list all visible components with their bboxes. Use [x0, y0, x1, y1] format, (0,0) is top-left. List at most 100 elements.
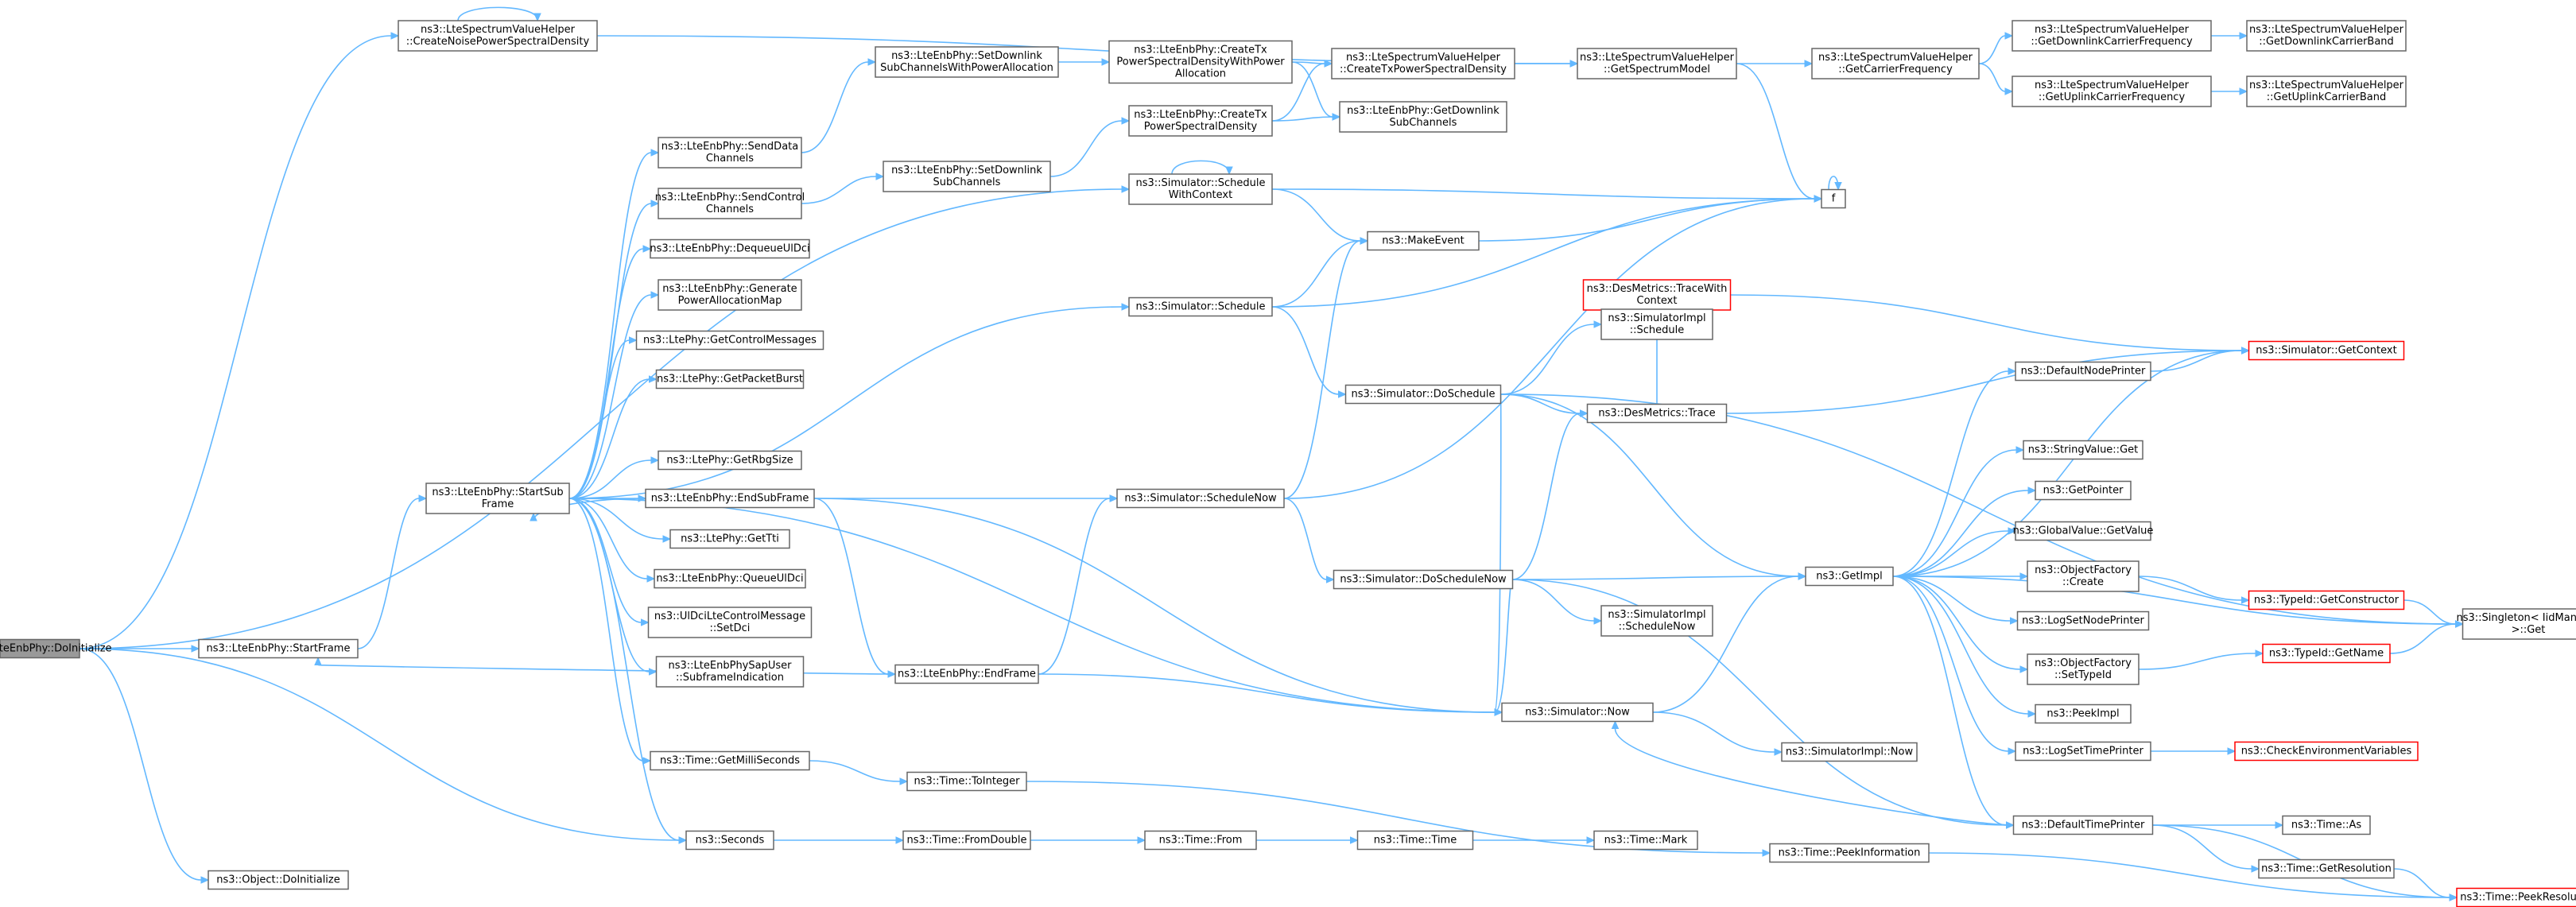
node-simimplnow[interactable]: ns3::SimulatorImpl::Now	[1781, 742, 1918, 762]
node-getctrl[interactable]: ns3::LtePhy::GetControlMessages	[635, 330, 824, 351]
node-endframe[interactable]: ns3::LteEnbPhy::EndFrame	[894, 664, 1039, 684]
node-getulfreq[interactable]: ns3::LteSpectrumValueHelper::GetUplinkCa…	[2012, 76, 2212, 107]
node-f[interactable]: f	[1821, 188, 1846, 209]
node-timetime[interactable]: ns3::Time::Time	[1356, 830, 1474, 851]
edge-line	[1730, 294, 2242, 351]
node-root[interactable]: ns3::LteEnbPhy::DoInitialize	[0, 638, 112, 659]
node-ofsettype[interactable]: ns3::ObjectFactory::SetTypeId	[2027, 653, 2140, 685]
node-objinit[interactable]: ns3::Object::DoInitialize	[208, 870, 349, 890]
node-subind[interactable]: ns3::LteEnbPhySapUser::SubframeIndicatio…	[655, 656, 805, 688]
node-sched[interactable]: ns3::Simulator::Schedule	[1128, 297, 1273, 317]
node-makeevent[interactable]: ns3::MakeEvent	[1367, 231, 1480, 251]
node-createtx[interactable]: ns3::LteEnbPhy::CreateTxPowerSpectralDen…	[1128, 105, 1273, 137]
edge-line	[1892, 490, 2029, 577]
node-svhcreatetx[interactable]: ns3::LteSpectrumValueHelper::CreateTxPow…	[1331, 48, 1515, 79]
edge-dosched-to-simimplsched	[1500, 320, 1603, 395]
edge-line	[1736, 63, 1815, 200]
node-getcarrier[interactable]: ns3::LteSpectrumValueHelper::GetCarrierF…	[1811, 48, 1980, 79]
arrowhead	[2239, 32, 2248, 40]
node-peekimpl[interactable]: ns3::PeekImpl	[2035, 704, 2132, 724]
node-label: ns3::LteSpectrumValueHelper	[421, 24, 576, 36]
node-fromdouble[interactable]: ns3::Time::FromDouble	[902, 830, 1031, 851]
node-getctor[interactable]: ns3::TypeId::GetConstructor	[2248, 590, 2405, 610]
node-simimplschednow[interactable]: ns3::SimulatorImpl::ScheduleNow	[1600, 605, 1713, 637]
node-getdlfreq[interactable]: ns3::LteSpectrumValueHelper::GetDownlink…	[2012, 20, 2212, 52]
node-logsettime[interactable]: ns3::LogSetTimePrinter	[2015, 741, 2151, 762]
node-startframe[interactable]: ns3::LteEnbPhy::StartFrame	[198, 638, 359, 659]
node-label: ns3::LteEnbPhy::StartSub	[432, 486, 563, 498]
node-genpower[interactable]: ns3::LteEnbPhy::GeneratePowerAllocationM…	[658, 279, 802, 311]
node-timeas[interactable]: ns3::Time::As	[2282, 815, 2371, 835]
node-deftime[interactable]: ns3::DefaultTimePrinter	[2012, 815, 2154, 835]
node-box	[2246, 76, 2407, 107]
node-box	[2015, 741, 2151, 762]
node-schednow[interactable]: ns3::Simulator::ScheduleNow	[1116, 488, 1285, 509]
node-gettti[interactable]: ns3::LtePhy::GetTti	[669, 529, 790, 549]
node-trace[interactable]: ns3::DesMetrics::Trace	[1586, 403, 1728, 424]
node-setdlpa[interactable]: ns3::LteEnbPhy::SetDownlinkSubChannelsWi…	[875, 46, 1059, 78]
node-defnode[interactable]: ns3::DefaultNodePrinter	[2015, 361, 2151, 382]
node-seconds[interactable]: ns3::Seconds	[685, 830, 774, 851]
arrowhead	[2449, 893, 2458, 901]
node-ofcreate[interactable]: ns3::ObjectFactory::Create	[2027, 560, 2140, 592]
arrowhead	[390, 32, 400, 40]
node-mark[interactable]: ns3::Time::Mark	[1593, 830, 1698, 851]
node-getpkt[interactable]: ns3::LtePhy::GetPacketBurst	[655, 369, 805, 390]
node-peekres[interactable]: ns3::Time::PeekResolution	[2456, 887, 2576, 907]
node-getptr[interactable]: ns3::GetPointer	[2035, 480, 2132, 501]
edge-defnode-to-getcontext	[2150, 347, 2250, 372]
node-dequeue[interactable]: ns3::LteEnbPhy::DequeueUlDci	[650, 238, 810, 259]
node-label: ns3::Simulator::Schedule	[1135, 177, 1265, 189]
node-label: ns3::Object::DoInitialize	[216, 874, 340, 886]
arrowhead	[1580, 409, 1589, 417]
node-endsub[interactable]: ns3::LteEnbPhy::EndSubFrame	[645, 488, 815, 509]
edge-line	[457, 6, 538, 21]
node-getdlband[interactable]: ns3::LteSpectrumValueHelper::GetDownlink…	[2246, 20, 2407, 52]
edge-line	[533, 498, 646, 521]
node-getms[interactable]: ns3::Time::GetMilliSeconds	[650, 750, 810, 771]
node-peekinfo[interactable]: ns3::Time::PeekInformation	[1769, 843, 1930, 863]
node-box	[398, 20, 598, 52]
node-from[interactable]: ns3::Time::From	[1144, 830, 1257, 851]
arrowhead	[642, 757, 652, 765]
node-getrbg[interactable]: ns3::LtePhy::GetRbgSize	[658, 450, 802, 471]
arrowhead	[530, 512, 537, 521]
node-singleton[interactable]: ns3::Singleton< IidManager>::Get	[2456, 608, 2576, 640]
node-dosched[interactable]: ns3::Simulator::DoSchedule	[1344, 384, 1502, 405]
arrowhead	[1586, 836, 1596, 844]
node-getres[interactable]: ns3::Time::GetResolution	[2258, 859, 2395, 879]
node-box	[1144, 830, 1257, 851]
node-queueul[interactable]: ns3::LteEnbPhy::QueueUlDci	[654, 568, 806, 589]
node-createtxpa[interactable]: ns3::LteEnbPhy::CreateTxPowerSpectralDen…	[1108, 40, 1293, 84]
arrowhead	[641, 618, 650, 626]
edge-line	[1726, 350, 2242, 414]
node-getcontext[interactable]: ns3::Simulator::GetContext	[2248, 340, 2405, 361]
node-setdci[interactable]: ns3::UlDciLteControlMessage::SetDci	[647, 607, 813, 638]
edge-getimpl-to-logsetnode	[1892, 576, 2019, 625]
node-getulband[interactable]: ns3::LteSpectrumValueHelper::GetUplinkCa…	[2246, 76, 2407, 107]
node-gvget[interactable]: ns3::GlobalValue::GetValue	[2013, 521, 2154, 541]
node-now[interactable]: ns3::Simulator::Now	[1501, 702, 1654, 723]
node-toint[interactable]: ns3::Time::ToInteger	[906, 771, 1027, 792]
edge-line	[568, 498, 1496, 713]
node-simimplsched[interactable]: ns3::SimulatorImpl::Schedule	[1600, 308, 1713, 340]
node-doschednow[interactable]: ns3::Simulator::DoScheduleNow	[1333, 569, 1514, 590]
edge-getimpl-to-strget	[1892, 446, 2025, 577]
edge-line	[2138, 653, 2256, 670]
node-label: ns3::LteEnbPhy::EndFrame	[898, 669, 1036, 680]
node-label: ns3::Simulator::Schedule	[1135, 301, 1265, 313]
node-logsetnode[interactable]: ns3::LogSetNodePrinter	[2016, 610, 2150, 631]
node-strget[interactable]: ns3::StringValue::Get	[2023, 440, 2143, 460]
node-noisepsd[interactable]: ns3::LteSpectrumValueHelper::CreateNoise…	[398, 20, 598, 52]
node-getname[interactable]: ns3::TypeId::GetName	[2262, 643, 2391, 664]
node-checkenv[interactable]: ns3::CheckEnvironmentVariables	[2234, 741, 2419, 762]
node-getimpl[interactable]: ns3::GetImpl	[1805, 566, 1894, 587]
node-getspecmodel[interactable]: ns3::LteSpectrumValueHelper::GetSpectrum…	[1577, 48, 1737, 79]
